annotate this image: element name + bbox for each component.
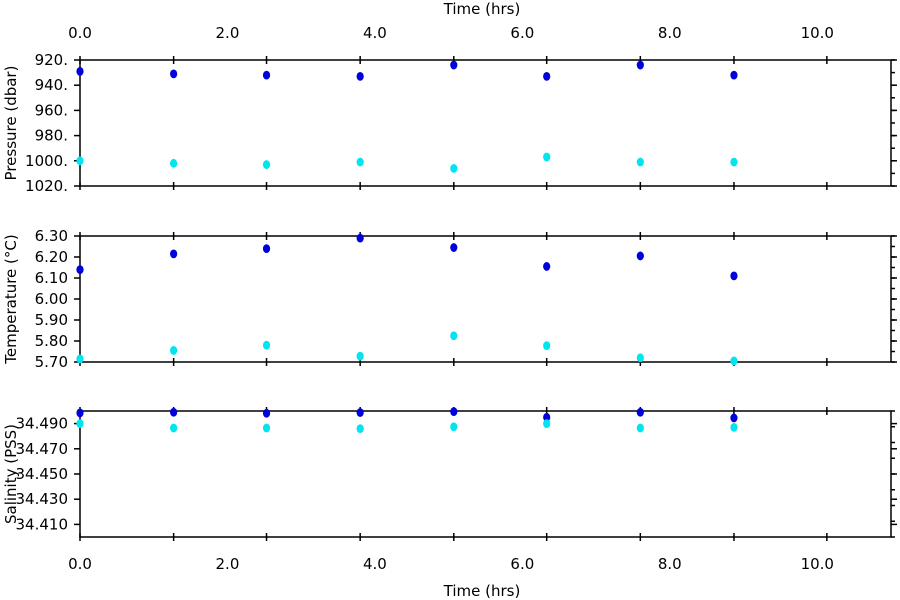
data-point-series-2 (262, 340, 271, 350)
x-tick-label-top: 8.0 (658, 24, 682, 42)
data-point-series-1 (170, 249, 178, 259)
x-tick-label-bottom: 0.0 (68, 555, 92, 573)
data-point-series-1 (450, 243, 458, 252)
data-point-series-2 (636, 157, 644, 167)
y-tick-label: 6.00 (35, 290, 68, 308)
data-point-series-1 (543, 412, 551, 422)
data-points (76, 407, 738, 434)
data-point-series-2 (170, 158, 178, 168)
y-tick-label: 1000. (25, 152, 68, 170)
y-tick-label: 34.470 (16, 440, 69, 458)
panel-2: 6.30 6.20 6.10 6.00 5.90 5.80 5.70 Temperature … (2, 227, 897, 371)
data-point-series-1 (730, 271, 738, 281)
x-tick-label-top: 2.0 (216, 24, 240, 42)
data-point-series-1 (636, 251, 644, 261)
y-tick-label: 920. (35, 51, 68, 69)
data-point-series-2 (170, 346, 178, 355)
y-tick-label: 1020. (25, 177, 68, 195)
data-point-series-2 (730, 157, 738, 167)
data-point-series-1 (170, 69, 178, 79)
panel-frame (79, 59, 892, 187)
data-points (76, 233, 738, 366)
data-point-series-1 (730, 70, 738, 80)
x-tick-label-top: 10.0 (801, 24, 834, 42)
y-tick-label: 6.30 (35, 227, 68, 245)
data-point-series-1 (543, 71, 551, 81)
data-point-series-2 (262, 423, 271, 433)
data-point-series-2 (543, 152, 551, 162)
data-point-series-1 (356, 71, 364, 81)
data-point-series-1 (450, 60, 458, 70)
y-tick-label: 980. (35, 127, 68, 145)
data-point-series-2 (636, 423, 644, 433)
data-point-series-1 (636, 407, 644, 417)
y-tick-label: 34.490 (16, 415, 69, 433)
x-tick-label-top: 0.0 (68, 24, 92, 42)
y-tick-label: 5.70 (35, 353, 68, 371)
data-point-series-1 (170, 407, 178, 417)
data-point-series-2 (450, 163, 458, 173)
data-point-series-2 (262, 160, 271, 169)
y-tick-label: 34.450 (16, 465, 69, 483)
x-tick-label-bottom: 6.0 (510, 555, 534, 573)
data-point-series-1 (730, 413, 738, 423)
y-tick-label: 940. (35, 76, 68, 94)
y-axis-title: Pressure (dbar) (2, 66, 20, 181)
x-tick-label-top: 6.0 (510, 24, 534, 42)
data-point-series-2 (356, 157, 364, 167)
data-points (76, 60, 738, 173)
data-point-series-2 (543, 419, 551, 428)
data-point-series-1 (356, 408, 364, 417)
data-point-series-2 (170, 423, 178, 433)
data-point-series-1 (76, 265, 84, 274)
y-tick-label: 6.10 (35, 269, 68, 287)
data-point-series-2 (76, 156, 84, 166)
data-point-series-2 (76, 419, 84, 428)
data-point-series-1 (76, 66, 84, 76)
data-point-series-1 (262, 70, 271, 80)
x-tick-label-bottom: 2.0 (216, 555, 240, 573)
data-point-series-1 (262, 244, 271, 254)
data-point-series-1 (450, 407, 458, 417)
data-point-series-2 (636, 353, 644, 363)
y-tick-label: 34.430 (16, 490, 69, 508)
x-tick-label-bottom: 4.0 (363, 555, 387, 573)
x-axis-title-top: Time (hrs) (443, 0, 521, 18)
data-point-series-1 (356, 233, 364, 243)
y-axis-title: Salinity (PSS) (2, 424, 20, 524)
data-point-series-2 (543, 341, 551, 351)
x-axis-title-bottom: Time (hrs) (443, 582, 521, 600)
data-point-series-2 (730, 422, 738, 432)
x-tick-label-bottom: 10.0 (801, 555, 834, 573)
y-tick-label: 5.90 (35, 311, 68, 329)
data-point-series-1 (543, 262, 551, 271)
data-point-series-2 (356, 424, 364, 434)
y-tick-label: 34.410 (16, 515, 69, 533)
y-tick-label: 960. (35, 101, 68, 119)
data-point-series-2 (356, 351, 364, 361)
data-point-series-2 (76, 354, 84, 364)
data-point-series-2 (730, 356, 738, 366)
data-point-series-2 (450, 422, 458, 432)
data-point-series-1 (262, 408, 271, 418)
x-tick-label-bottom: 8.0 (658, 555, 682, 573)
panel-1: 920. 940. 960. 980. 1000. 1020. Pressure (dbar… (2, 51, 897, 195)
panel-frame (79, 410, 892, 538)
data-point-series-1 (76, 408, 84, 418)
panels: 0.0 2.0 4.0 6.0 8.0 10.0 0.0 2.0 4.0 6.0 8.0 10.0 92… (2, 24, 897, 573)
data-point-series-1 (636, 60, 644, 70)
y-axis-title: Temperature (°C) (2, 234, 20, 364)
x-tick-label-top: 4.0 (363, 24, 387, 42)
y-tick-label: 5.80 (35, 332, 68, 350)
data-point-series-2 (450, 331, 458, 341)
panel-frame (79, 235, 892, 363)
y-tick-label: 6.20 (35, 248, 68, 266)
